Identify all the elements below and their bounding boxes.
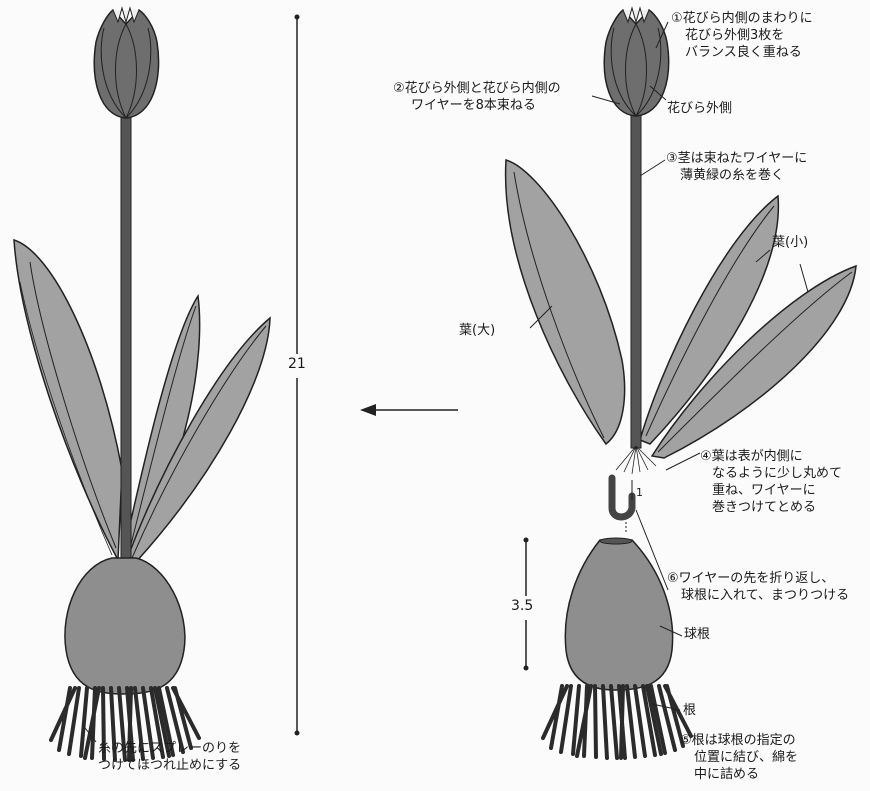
bend-length-label: 1 [636, 486, 643, 499]
right-leaf-large [506, 160, 625, 444]
right-stem [631, 108, 641, 448]
leaf-large-label: 葉(大) [459, 322, 495, 339]
step5-label: ⑤根は球根の指定の 位置に結び、綿を 中に詰める [680, 732, 798, 783]
direction-arrow [360, 404, 458, 416]
left-note-line1: 糸の先にスプレーのりを [98, 740, 241, 757]
bent-wire [612, 478, 632, 517]
left-flower-bud [94, 10, 158, 118]
step1-line2: 花びら外側3枚を [671, 27, 813, 44]
right-roots [543, 686, 691, 758]
step3-line2: 薄黄緑の糸を巻く [666, 167, 807, 184]
step3-label: ③茎は束ねたワイヤーに 薄黄緑の糸を巻く [666, 150, 807, 184]
step4-line1: ④葉は表が内側に [700, 448, 842, 465]
root-label: 根 [683, 702, 696, 719]
leaf-small-label: 葉(小) [772, 234, 808, 251]
right-tulip [506, 8, 856, 758]
step1-label: ①花びら内側のまわりに 花びら外側3枚を バランス良く重ねる [671, 10, 813, 61]
step4-line4: 巻きつけてとめる [700, 499, 842, 516]
step4-label: ④葉は表が内側に なるように少し丸めて 重ね、ワイヤーに 巻きつけてとめる [700, 448, 842, 516]
step6-label: ⑥ワイヤーの先を折り返し、 球根に入れて、まつりつける [667, 570, 849, 604]
step1-line1: ①花びら内側のまわりに [671, 10, 813, 27]
step2-label: ②花びら外側と花びら内側の ワイヤーを8本束ねる [393, 80, 561, 114]
left-note-line2: つけてほつれ止めにする [98, 757, 241, 774]
step6-line1: ⑥ワイヤーの先を折り返し、 [667, 570, 849, 587]
bulb-height-label: 3.5 [511, 598, 533, 614]
step5-line1: ⑤根は球根の指定の [680, 732, 798, 749]
step1-line3: バランス良く重ねる [671, 44, 813, 61]
step5-line3: 中に詰める [680, 766, 798, 783]
step6-line2: 球根に入れて、まつりつける [667, 587, 849, 604]
outer-petal-label: 花びら外側 [667, 100, 732, 117]
height-dimension [295, 15, 300, 736]
left-leaf-large [14, 240, 122, 560]
step4-line2: なるように少し丸めて [700, 465, 842, 482]
left-bulb [65, 558, 185, 694]
bulb-label: 球根 [684, 626, 710, 643]
step3-line1: ③茎は束ねたワイヤーに [666, 150, 807, 167]
step4-line3: 重ね、ワイヤーに [700, 482, 842, 499]
left-tulip [14, 8, 270, 760]
left-note: 糸の先にスプレーのりを つけてほつれ止めにする [98, 740, 241, 774]
step5-line2: 位置に結び、綿を [680, 749, 798, 766]
total-height-label: 21 [288, 356, 306, 372]
step2-line2: ワイヤーを8本束ねる [393, 97, 561, 114]
step2-line1: ②花びら外側と花びら内側の [393, 80, 561, 97]
left-stem [121, 108, 131, 568]
